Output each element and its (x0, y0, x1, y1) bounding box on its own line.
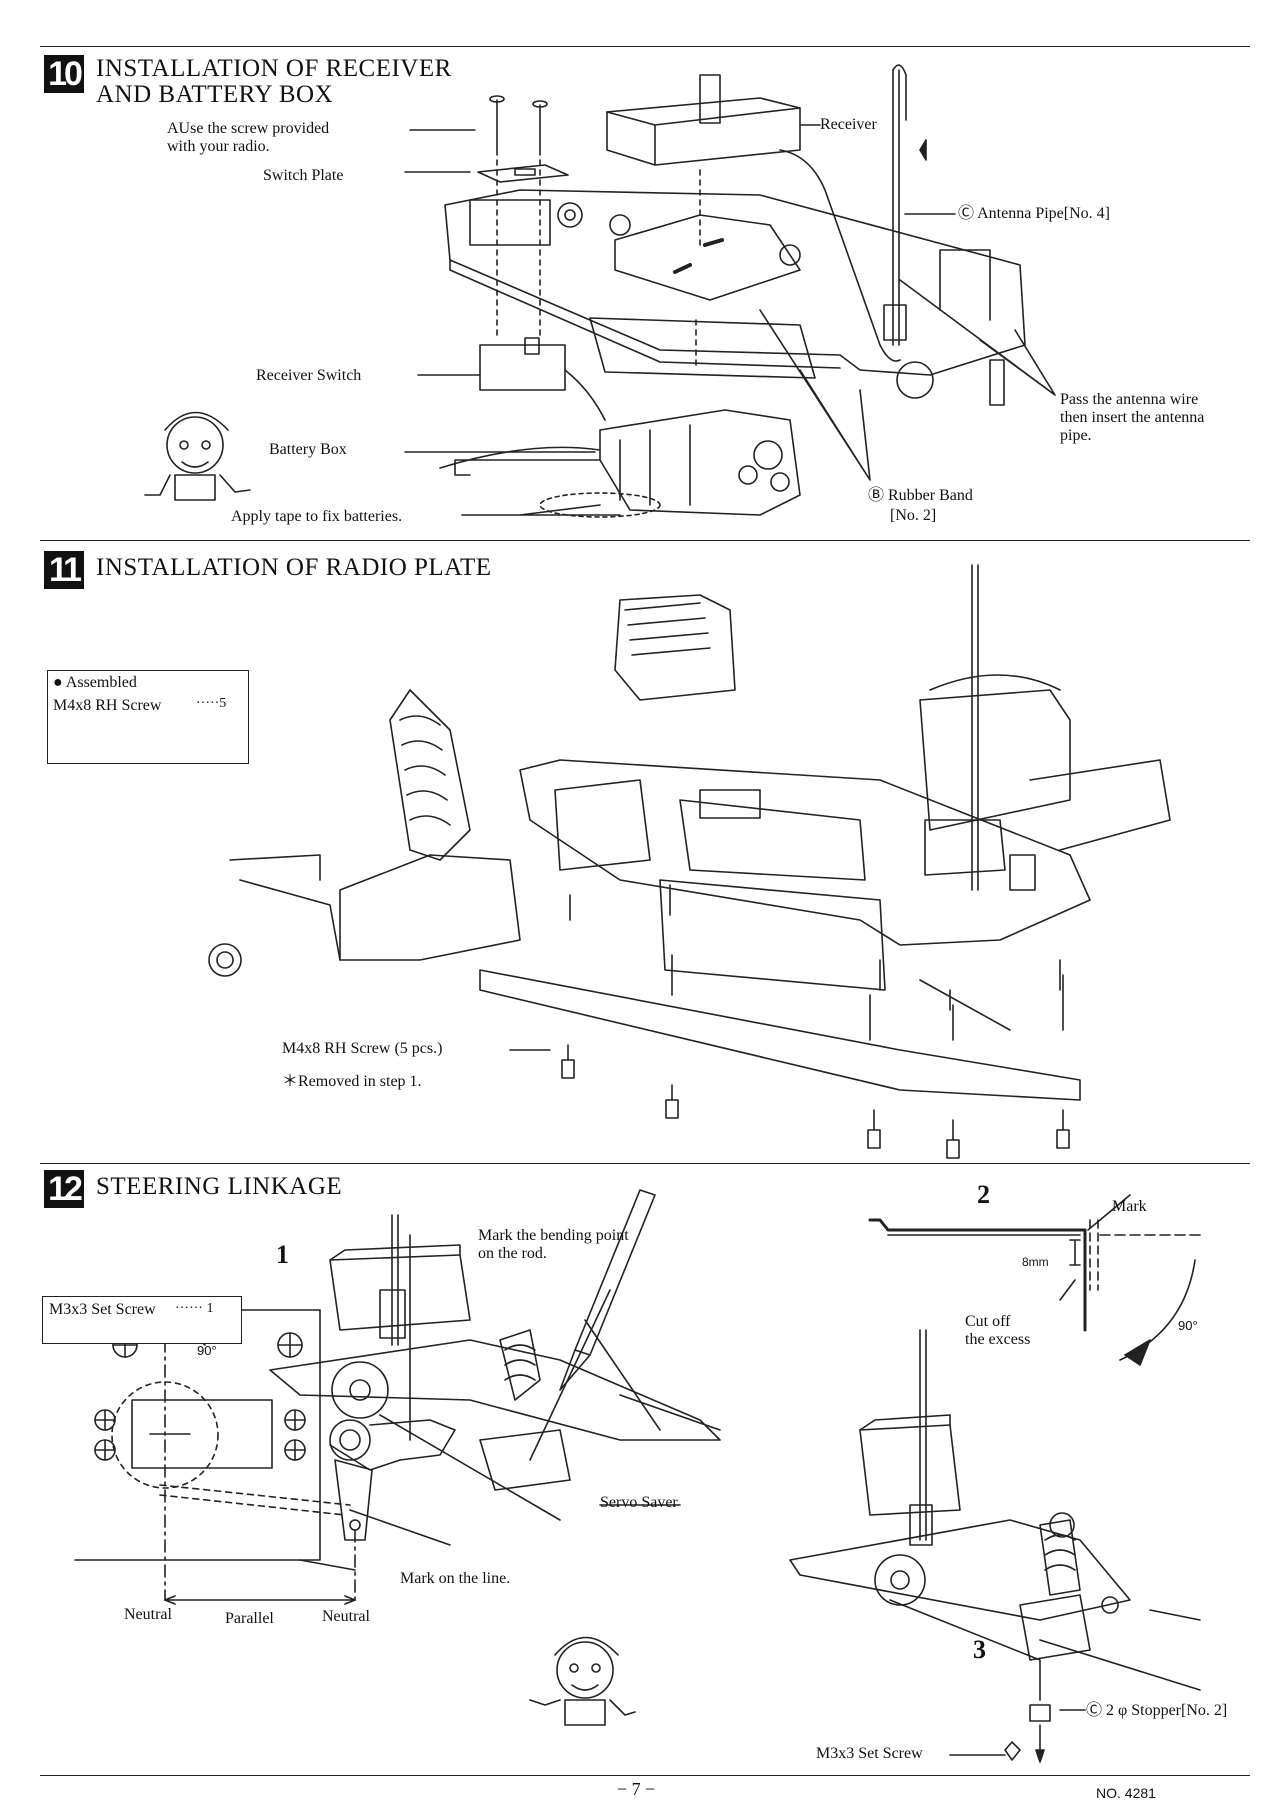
parts-box-quantity: ·····5 (196, 696, 227, 711)
mark-on-line-label: Mark on the line. (400, 1570, 511, 1587)
switch-plate-label: Switch Plate (263, 167, 344, 184)
rubber-band-part-no: [No. 2] (890, 507, 937, 524)
page-number: − 7 − (617, 1779, 656, 1799)
steering-step2-drawing (868, 1194, 1201, 1366)
step12-title: STEERING LINKAGE (96, 1173, 343, 1200)
apply-tape-label: Apply tape to fix batteries. (231, 508, 403, 525)
step10-title-line2: AND BATTERY BOX (96, 81, 334, 108)
parts-box-set-screw-name: M3x3 Set Screw (49, 1301, 156, 1318)
receiver-label: Receiver (820, 116, 877, 133)
step11-title: INSTALLATION OF RADIO PLATE (96, 554, 492, 581)
receiver-battery-drawing (404, 64, 1056, 518)
steering-step1-drawing (74, 1189, 721, 1605)
neutral-label-left: Neutral (124, 1606, 172, 1623)
document-code: NO. 4281 (1096, 1785, 1156, 1801)
bottom-rule (40, 1775, 1250, 1776)
mark-bending-line1: Mark the bending point (478, 1227, 629, 1244)
mark-bending-line2: on the rod. (478, 1245, 547, 1262)
substep-1-number: 1 (276, 1240, 289, 1269)
removed-step1-note: ＊Removed in step 1. (282, 1073, 422, 1090)
steering-step3-drawing (789, 1329, 1201, 1763)
set-screw-label: M3x3 Set Screw (816, 1745, 923, 1762)
battery-box-label: Battery Box (269, 441, 347, 458)
stopper-label: Ⓒ 2 φ Stopper[No. 2] (1086, 1702, 1228, 1719)
step-number-11: 11 (44, 551, 84, 589)
parts-box-set-screw-qty: ······ 1 (175, 1301, 214, 1316)
parts-box-assembled: ● Assembled (53, 674, 137, 691)
rubber-band-label: Ⓑ Rubber Band (868, 487, 973, 504)
mascot-figure (144, 411, 251, 501)
section-divider-11-12 (40, 1163, 1250, 1164)
screw-note-line2: with your radio. (167, 138, 270, 155)
mascot-figure-2 (529, 1636, 636, 1726)
substep-3-number: 3 (973, 1635, 986, 1664)
parts-box-m4x8: ● Assembled M4x8 RH Screw ·····5 (47, 670, 249, 764)
mark-label: Mark (1112, 1198, 1147, 1215)
servo-saver-label: Servo Saver (600, 1494, 678, 1511)
section-divider-10-11 (40, 540, 1250, 541)
cut-off-line1: Cut off (965, 1313, 1011, 1330)
parallel-label: Parallel (225, 1610, 274, 1627)
top-rule (40, 46, 1250, 47)
m4x8-screw-label: M4x8 RH Screw (5 pcs.) (282, 1040, 443, 1057)
pass-antenna-line3: pipe. (1060, 427, 1092, 444)
step-number-12: 12 (44, 1170, 84, 1208)
cut-off-line2: the excess (965, 1331, 1031, 1348)
angle-90-bend: 90° (1178, 1318, 1198, 1333)
eight-mm-label: 8mm (1022, 1255, 1049, 1269)
step10-title-line1: INSTALLATION OF RECEIVER (96, 55, 452, 82)
neutral-label-right: Neutral (322, 1608, 370, 1625)
substep-2-number: 2 (977, 1180, 990, 1209)
parts-box-screw-name: M4x8 RH Screw (53, 697, 162, 714)
pass-antenna-line1: Pass the antenna wire (1060, 391, 1199, 408)
parts-box-m3x3: M3x3 Set Screw ······ 1 (42, 1296, 242, 1344)
pass-antenna-line2: then insert the antenna (1060, 409, 1205, 426)
step-number-10: 10 (44, 55, 84, 93)
receiver-switch-label: Receiver Switch (256, 367, 362, 384)
antenna-pipe-label: Ⓒ Antenna Pipe[No. 4] (958, 205, 1110, 222)
screw-note-line1: AUse the screw provided (167, 120, 330, 137)
angle-90-face: 90° (197, 1343, 217, 1358)
radio-plate-chassis-drawing (208, 564, 1171, 1159)
